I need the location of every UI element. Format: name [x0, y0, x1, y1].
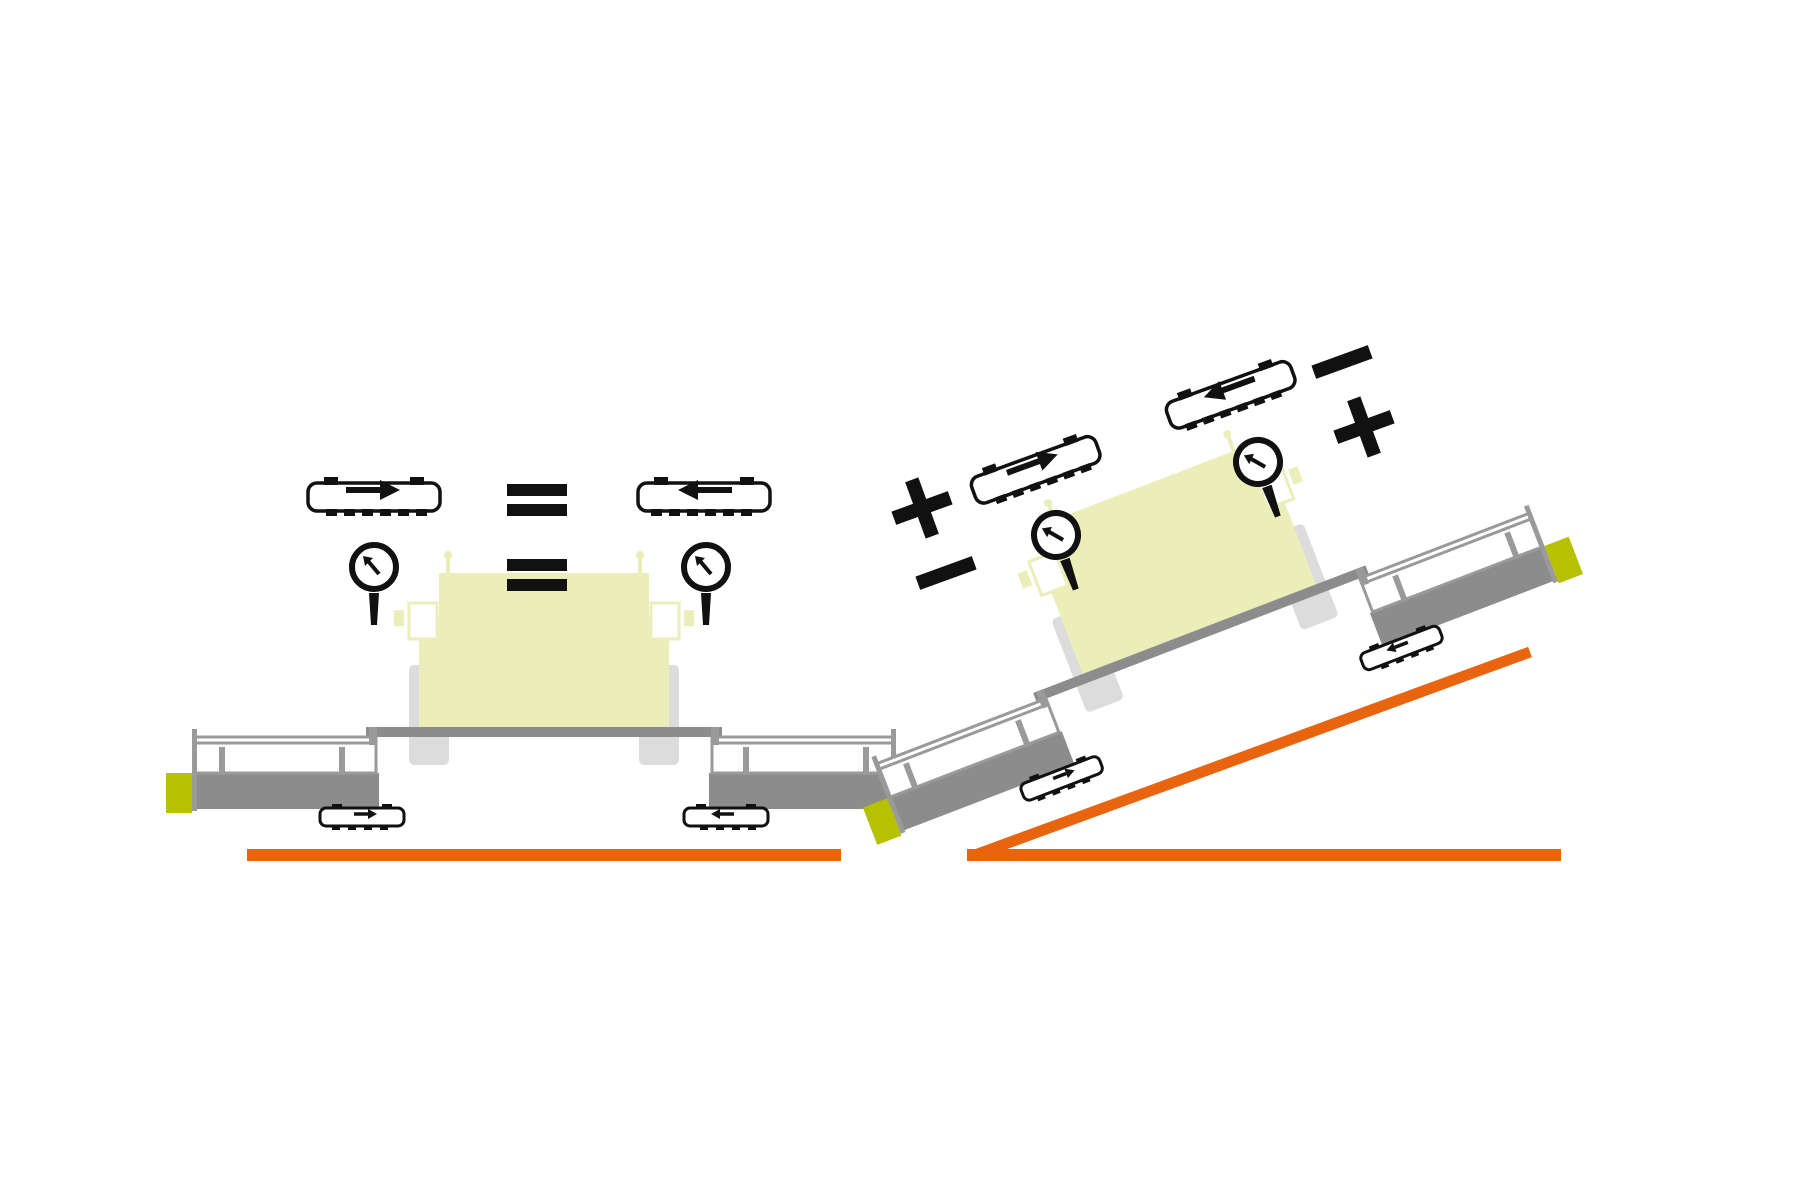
- equals-icon: [507, 484, 567, 516]
- equals-icon: [507, 559, 567, 591]
- flat-machine: [164, 549, 924, 832]
- belt-speed-icon: [1162, 354, 1299, 436]
- flat-ground-line: [247, 849, 841, 861]
- minus-icon: [915, 556, 977, 590]
- left-header-belt-icon: [318, 802, 406, 832]
- plus-icon: [891, 477, 953, 539]
- plus-icon: [1333, 396, 1395, 458]
- belt-speed-icon: [638, 477, 770, 516]
- right-header-belt-icon: [682, 802, 770, 832]
- minus-icon: [1311, 345, 1373, 379]
- slope-ground-incline: [973, 646, 1532, 861]
- pressure-gauge-icon: [352, 545, 396, 625]
- belt-speed-icon: [967, 429, 1104, 511]
- flat-panel: [164, 477, 924, 861]
- belt-speed-icon: [308, 477, 440, 516]
- slope-ground-line: [967, 849, 1561, 861]
- slope-panel: [781, 327, 1585, 861]
